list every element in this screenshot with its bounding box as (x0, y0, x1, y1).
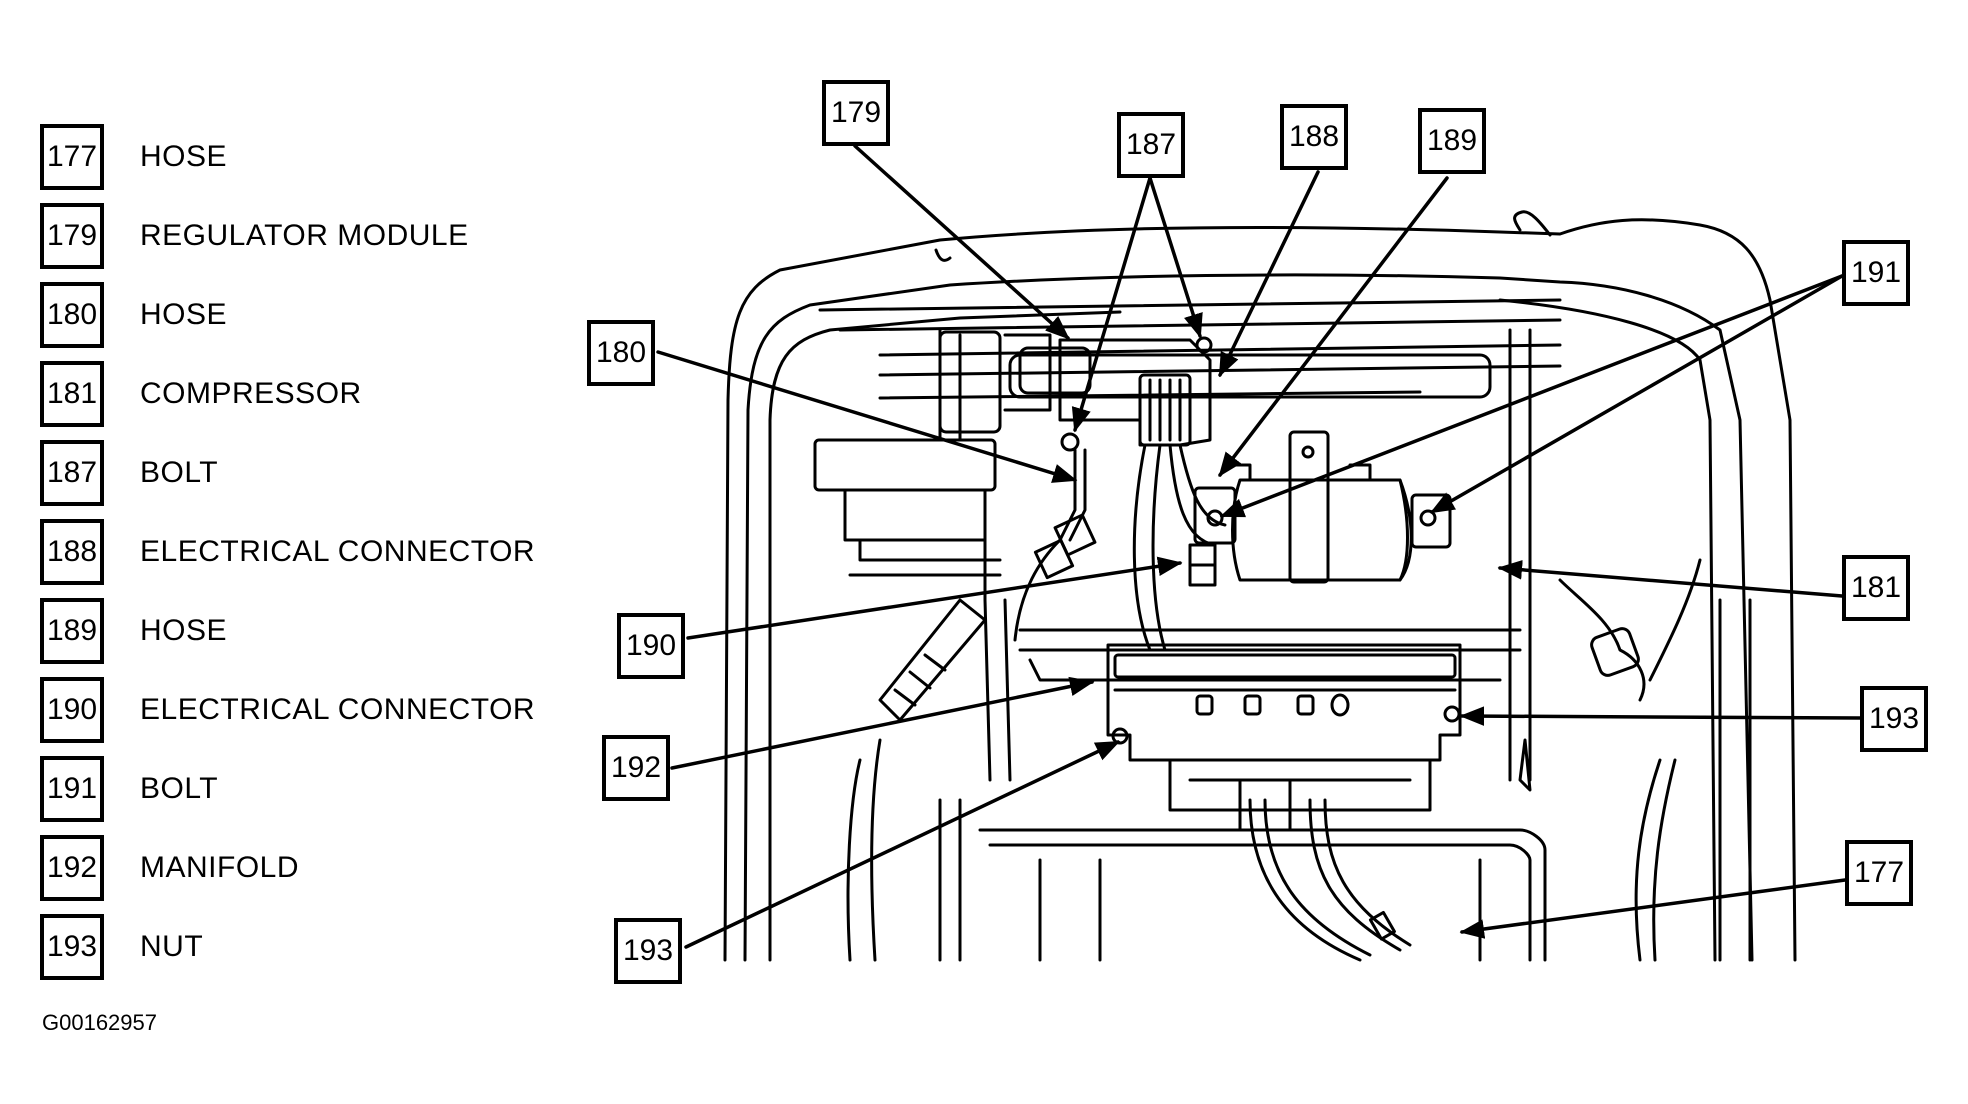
callout-191: 191 (1842, 240, 1910, 306)
leader-191a (1219, 274, 1844, 518)
leader-177 (1459, 878, 1847, 939)
legend-label: ELECTRICAL CONNECTOR (140, 693, 536, 726)
callout-190: 190 (617, 613, 685, 679)
compressor (1188, 430, 1452, 587)
legend-number-box: 180 (40, 282, 104, 348)
leader-193-right (1459, 706, 1862, 726)
legend-label: REGULATOR MODULE (140, 219, 469, 252)
legend-item: 191 BOLT (40, 754, 218, 824)
leader-180 (656, 350, 1078, 483)
legend-label: HOSE (140, 614, 228, 647)
callout-193-right: 193 (1860, 686, 1928, 752)
legend-number-box: 179 (40, 203, 104, 269)
callout-180: 180 (587, 320, 655, 386)
legend-label: HOSE (140, 140, 228, 173)
legend-item: 181 COMPRESSOR (40, 359, 362, 429)
leader-179 (853, 144, 1070, 340)
legend-label: BOLT (140, 456, 219, 489)
legend-number-box: 193 (40, 914, 104, 980)
legend-item: 177 HOSE (40, 122, 227, 192)
legend-item: 190 ELECTRICAL CONNECTOR (40, 675, 535, 745)
dash-outline (723, 210, 1797, 962)
legend-number-box: 187 (40, 440, 104, 506)
callout-177: 177 (1845, 840, 1913, 906)
legend-number-box: 192 (40, 835, 104, 901)
legend-number-box: 191 (40, 756, 104, 822)
legend-number-box: 181 (40, 361, 104, 427)
legend-label: NUT (140, 930, 204, 963)
legend-label: MANIFOLD (140, 851, 300, 884)
legend-item: 193 NUT (40, 912, 203, 982)
leader-187a (1071, 176, 1152, 433)
legend-item: 188 ELECTRICAL CONNECTOR (40, 517, 535, 587)
manifold (1106, 643, 1462, 832)
legend-number-box: 177 (40, 124, 104, 190)
legend-item: 192 MANIFOLD (40, 833, 299, 903)
callout-179: 179 (822, 80, 890, 146)
legend-item: 180 HOSE (40, 280, 227, 350)
left-harness (846, 598, 987, 962)
leader-189 (1218, 176, 1449, 477)
legend-label: HOSE (140, 298, 228, 331)
legend-label: COMPRESSOR (140, 377, 362, 410)
leader-lines (656, 144, 1862, 949)
leader-191b (1429, 274, 1844, 514)
legend-item: 189 HOSE (40, 596, 227, 666)
callout-188: 188 (1280, 104, 1348, 170)
callout-181: 181 (1842, 555, 1910, 621)
legend-item: 179 REGULATOR MODULE (40, 201, 469, 271)
leader-192 (670, 676, 1095, 770)
callout-192: 192 (602, 735, 670, 801)
legend-item: 187 BOLT (40, 438, 218, 508)
legend-label: BOLT (140, 772, 219, 805)
leader-190 (686, 556, 1183, 640)
right-harness (1558, 558, 1752, 962)
leader-193-bottom (684, 740, 1121, 949)
callout-189: 189 (1418, 108, 1486, 174)
leader-187b (1148, 176, 1203, 339)
legend-number-box: 190 (40, 677, 104, 743)
legend-number-box: 188 (40, 519, 104, 585)
callout-187: 187 (1117, 112, 1185, 178)
leader-188 (1218, 170, 1320, 378)
legend-label: ELECTRICAL CONNECTOR (140, 535, 536, 568)
hoses (1013, 443, 1227, 652)
lower-hose-bundle (978, 798, 1547, 962)
legend-number-box: 189 (40, 598, 104, 664)
leader-181 (1497, 560, 1844, 598)
callout-193-bottom: 193 (614, 918, 682, 984)
figure-id: G00162957 (42, 1010, 157, 1035)
